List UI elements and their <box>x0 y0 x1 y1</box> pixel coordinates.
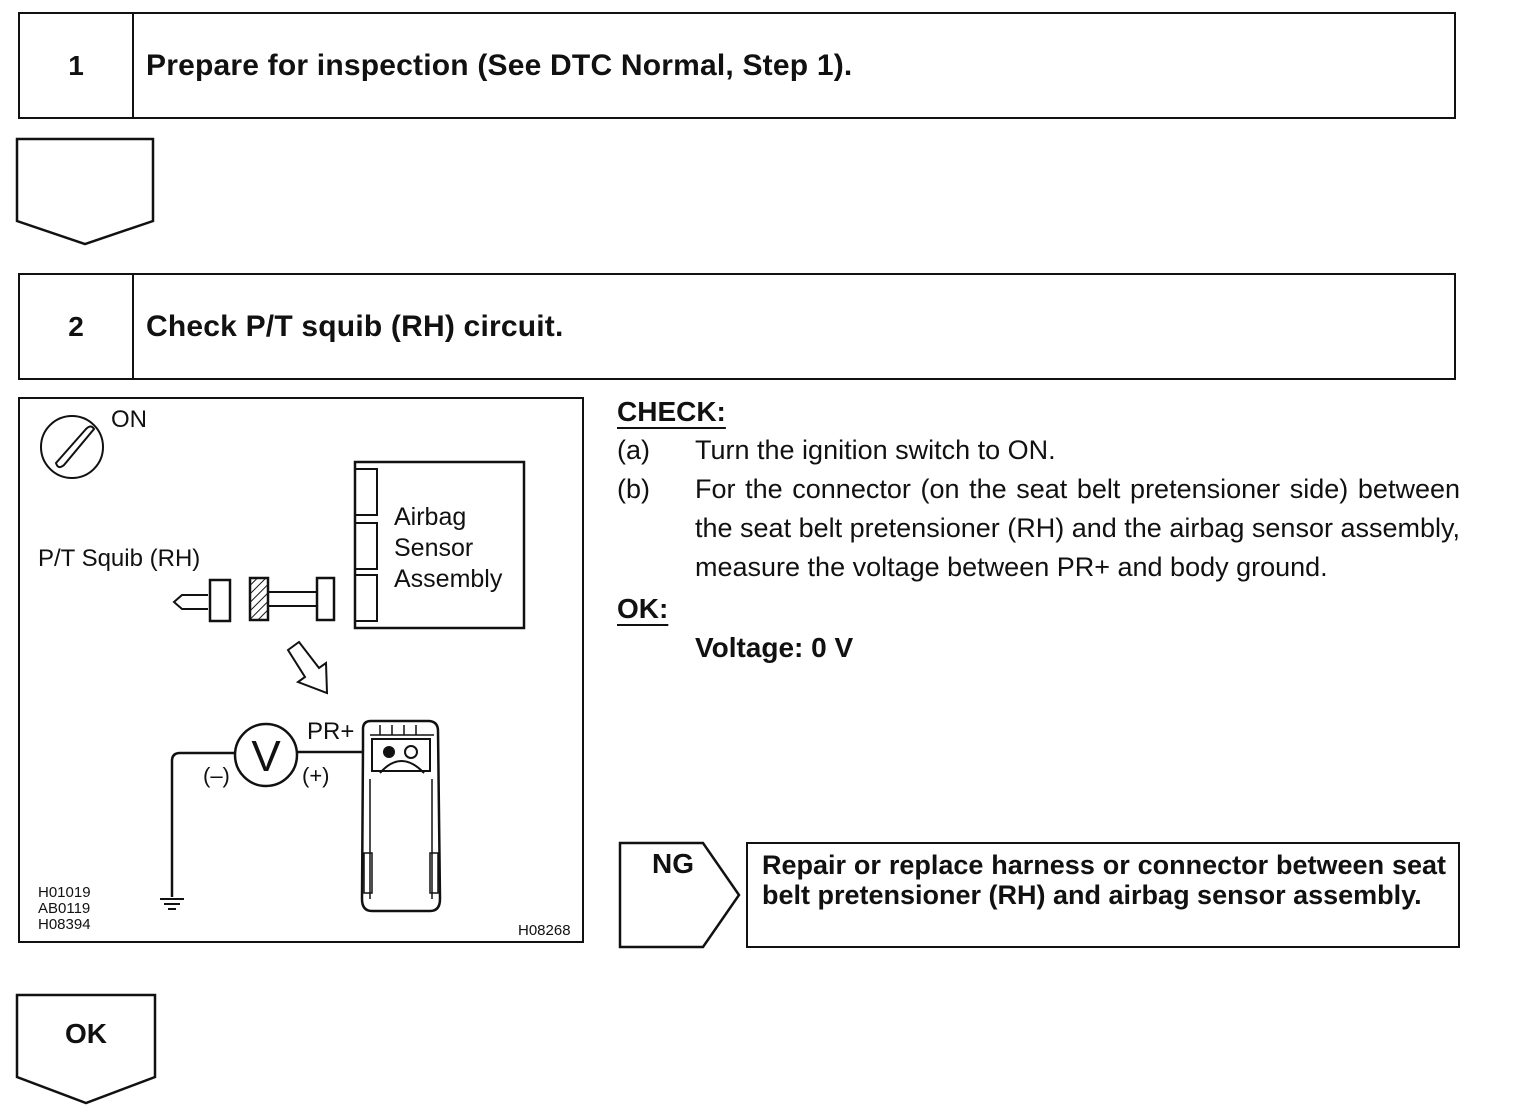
ng-action-box: Repair or replace harness or connector b… <box>746 842 1460 948</box>
ground-wire <box>170 751 235 897</box>
step-1-header: 1 Prepare for inspection (See DTC Normal… <box>18 12 1456 119</box>
inspection-diagram: ON Airbag Sensor Assembly P/T Squib (RH) <box>18 397 584 943</box>
voltmeter-icon <box>233 722 299 788</box>
step-1-number: 1 <box>20 14 134 117</box>
check-section: CHECK: (a) Turn the ignition switch to O… <box>617 392 1460 667</box>
ref-code-3: H08394 <box>38 916 91 933</box>
ref-code-4: H08268 <box>518 922 571 939</box>
squib-connector-icon <box>172 578 232 623</box>
ref-code-1: H01019 <box>38 884 91 901</box>
pretensioner-connector-icon <box>360 719 442 913</box>
terminal-label: PR+ <box>307 718 354 745</box>
positive-label: (+) <box>302 763 330 788</box>
check-item-b: (b) For the connector (on the seat belt … <box>617 470 1460 587</box>
voltmeter-symbol: V <box>251 732 281 781</box>
squib-label: P/T Squib (RH) <box>38 545 200 572</box>
ok-label: OK <box>65 1018 107 1049</box>
check-item-text: Turn the ignition switch to ON. <box>695 435 1056 465</box>
step-1-title: Prepare for inspection (See DTC Normal, … <box>146 48 853 82</box>
harness-connector-icon <box>248 576 336 622</box>
circuit-diagram: ON Airbag Sensor Assembly P/T Squib (RH) <box>38 406 571 939</box>
ground-symbol-icon <box>160 898 184 910</box>
step-2-title: Check P/T squib (RH) circuit. <box>146 309 564 343</box>
sensor-label-line-3: Assembly <box>394 565 503 593</box>
down-arrow-icon <box>286 640 329 695</box>
ok-arrow-icon <box>15 993 157 1105</box>
ref-code-2: AB0119 <box>38 900 90 917</box>
ng-label: NG <box>652 848 694 879</box>
switch-label: ON <box>111 406 147 433</box>
ignition-switch-icon <box>40 415 104 479</box>
check-heading: CHECK: <box>617 396 726 427</box>
ok-heading: OK: <box>617 593 669 624</box>
step-2-number: 2 <box>20 275 134 378</box>
sensor-label-line-2: Sensor <box>394 534 473 562</box>
check-item-text: For the connector (on the seat belt pret… <box>695 474 1460 582</box>
ng-arrow-icon <box>618 841 741 949</box>
sensor-label-line-1: Airbag <box>394 503 466 531</box>
ok-spec: Voltage: 0 V <box>695 632 854 663</box>
check-item-label: (b) <box>617 474 650 504</box>
airbag-sensor-assembly-icon <box>353 460 526 630</box>
check-item-label: (a) <box>617 435 650 465</box>
negative-label: (–) <box>203 763 230 788</box>
step-2-header: 2 Check P/T squib (RH) circuit. <box>18 273 1456 380</box>
flow-arrow-1-icon <box>15 137 155 246</box>
check-item-a: (a) Turn the ignition switch to ON. <box>617 431 1460 470</box>
